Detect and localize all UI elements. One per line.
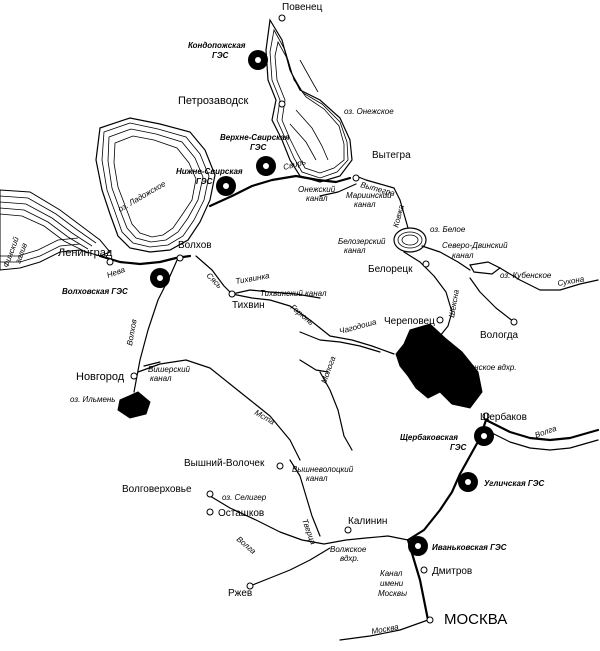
label-moskva-canal-2: имени: [380, 579, 404, 588]
towns: [106, 14, 518, 624]
city-vyshny-volochek: Вышний-Волочек: [184, 458, 265, 469]
city-povenets: Повенец: [282, 2, 323, 13]
rivers: [133, 174, 600, 641]
label-mologa: Молога: [319, 355, 337, 385]
label-belozersky-1: Белозерский: [338, 237, 386, 246]
city-shcherbakov: Щербаков: [480, 411, 527, 423]
label-vyshnevolotsky-2: канал: [306, 474, 328, 483]
label-tikhvinsky-canal: Тихвинский канал: [260, 289, 327, 298]
label-rybinsk: Рыбинское вдхр.: [454, 363, 517, 372]
city-vytegra: Вытегра: [372, 150, 411, 161]
label-volga: Волга: [534, 424, 559, 440]
label-msta: Мста: [253, 408, 277, 427]
label-belozersky-2: канал: [344, 246, 366, 255]
city-petrozavodsk: Петрозаводск: [178, 95, 248, 107]
label-syas: Сясь: [205, 271, 224, 290]
city-dmitrov: Дмитров: [432, 566, 472, 577]
hydro-shcherbakovskaya-1: Щербаковская: [400, 433, 458, 442]
city-novgorod: Новгород: [76, 371, 125, 383]
label-kovzha: Ковжа: [391, 203, 406, 228]
label-beloe: оз. Белое: [430, 225, 466, 234]
lake-kubenskoe: [469, 261, 502, 275]
hydro-markers: [150, 50, 494, 556]
city-ostashkov: Осташков: [218, 508, 264, 519]
city-rzhev: Ржев: [228, 588, 252, 599]
city-cherepovets: Череповец: [384, 316, 435, 327]
label-mariinsky-1: Мариинский: [346, 191, 392, 200]
lake-ladoga: [95, 117, 216, 253]
label-mariinsky-2: канал: [354, 200, 376, 209]
hydro-nizhne-svirskaya-1: Нижне-Свирская: [176, 167, 243, 176]
label-chagodosha: Чагодоша: [338, 317, 378, 336]
label-onega-canal-1: Онежский: [298, 185, 336, 194]
label-sev-dvinsky-1: Северо-Двинский: [442, 241, 508, 250]
label-sukhona: Сухона: [557, 274, 586, 288]
hydro-kondopozhskaya-1: Кондопожская: [188, 41, 246, 50]
rybinsk-reservoir: [395, 323, 483, 409]
city-belozersk: Белорецк: [368, 264, 413, 275]
city-tikhvin: Тихвин: [232, 300, 265, 311]
label-sev-dvinsky-2: канал: [452, 251, 474, 260]
city-volgoverkhovye: Волговерховье: [122, 484, 192, 495]
label-moskva-canal-1: Канал: [380, 569, 403, 578]
city-labels: Повенец Петрозаводск Вытегра Ленинград В…: [58, 2, 527, 628]
label-tikhvinka: Тихвинка: [235, 271, 271, 286]
city-vologda: Вологда: [480, 330, 519, 341]
hydro-volkhovskaya: Волховская ГЭС: [62, 287, 128, 296]
lake-ilmen: [117, 391, 151, 419]
label-volga-upper: Волга: [235, 535, 258, 557]
hydro-nizhne-svirskaya-2: ГЭС: [196, 177, 213, 186]
label-volkhov-river: Волхов: [125, 319, 138, 347]
city-kalinin: Калинин: [348, 516, 387, 527]
label-ilmen: оз. Ильмень: [70, 395, 116, 404]
lake-beloe: [393, 227, 427, 253]
label-vyshnevolotsky-1: Вышневолоцкий: [292, 465, 354, 474]
city-leningrad: Ленинград: [58, 247, 113, 259]
hydro-verkhne-svirskaya-1: Верхне-Свирская: [220, 133, 290, 142]
hydro-labels: Кондопожская ГЭС Верхне-Свирская ГЭС Ниж…: [62, 41, 545, 552]
hydro-kondopozhskaya-2: ГЭС: [212, 51, 229, 60]
label-neva: Нева: [106, 265, 127, 280]
city-moskva: МОСКВА: [444, 611, 507, 628]
hydro-ivankovskaya: Иваньковская ГЭС: [432, 543, 507, 552]
label-volzhskoe-2: вдхр.: [340, 554, 359, 563]
hydro-uglichskaya: Угличская ГЭС: [484, 479, 545, 488]
label-volzhskoe-1: Волжское: [330, 545, 367, 554]
label-vishersky-1: Вишерский: [148, 365, 191, 374]
lake-onega: [265, 18, 353, 183]
label-moskva-river: Москва: [371, 622, 400, 636]
hydro-verkhne-svirskaya-2: ГЭС: [250, 143, 267, 152]
label-goryun: Горюнь: [289, 303, 316, 328]
label-moskva-canal-3: Москвы: [378, 589, 407, 598]
city-volkhov: Волхов: [178, 240, 212, 251]
label-seliger: оз. Селигер: [222, 493, 267, 502]
hydro-shcherbakovskaya-2: ГЭС: [450, 443, 467, 452]
label-sheksna: Шексна: [447, 288, 461, 318]
label-vishersky-2: канал: [150, 374, 172, 383]
label-onega: оз. Онежское: [344, 107, 394, 116]
label-kubenskoe: оз. Кубенское: [500, 271, 552, 280]
label-tvertsa: Тверца: [300, 518, 318, 547]
label-onega-canal-2: канал: [306, 194, 328, 203]
